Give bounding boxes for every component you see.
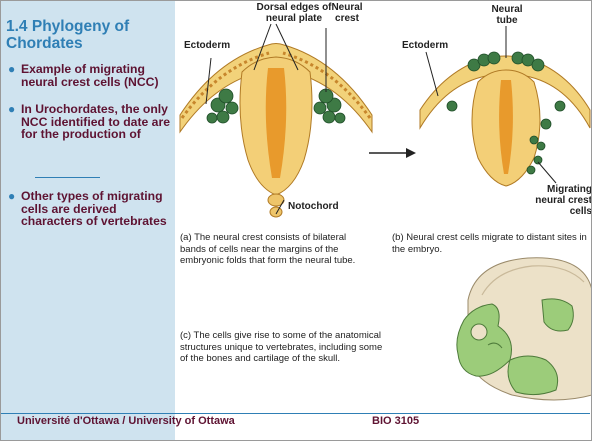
bullet-dot-icon: ● <box>8 103 15 116</box>
skull-illustration <box>457 258 592 400</box>
bullet-text: In Urochordates, the only NCC identified… <box>21 102 170 141</box>
label-neural-crest: Neural crest <box>326 2 368 24</box>
footer: Université d'Ottawa / University of Otta… <box>0 404 592 441</box>
label-notochord: Notochord <box>288 201 339 212</box>
bullet-item: ● Example of migrating neural crest cells… <box>6 63 174 88</box>
caption-b: (b) Neural crest cells migrate to distan… <box>392 232 588 255</box>
embryo-neural-tube <box>420 52 590 186</box>
footer-course: BIO 3105 <box>372 415 419 427</box>
label-migrating-cells: Migrating neural crest cells <box>520 184 592 217</box>
slide-title: 1.4 Phylogeny of Chordates <box>6 18 171 52</box>
embryo-neural-plate <box>180 44 372 218</box>
label-neural-tube: Neural tube <box>482 4 532 26</box>
label-dorsal-edges: Dorsal edges of neural plate <box>254 2 334 24</box>
bullet-item: ● Other types of migrating cells are deri… <box>6 190 174 228</box>
bullet-text: Example of migrating neural crest cells … <box>21 62 159 89</box>
bullet-item: ● In Urochordates, the only NCC identifie… <box>6 103 174 178</box>
arrow-icon <box>369 148 416 158</box>
bullet-list: ● Example of migrating neural crest cells… <box>6 63 174 228</box>
fill-in-blank-line <box>35 177 100 178</box>
footer-institution: Université d'Ottawa / University of Otta… <box>17 415 235 427</box>
neural-crest-figure: Dorsal edges of neural plate Neural cres… <box>176 0 592 405</box>
caption-a: (a) The neural crest consists of bilater… <box>180 232 370 267</box>
label-ectoderm-left: Ectoderm <box>184 40 230 51</box>
bullet-dot-icon: ● <box>8 190 15 203</box>
footer-divider <box>0 413 590 414</box>
caption-c: (c) The cells give rise to some of the a… <box>180 330 386 365</box>
bullet-text: Other types of migrating cells are deriv… <box>21 189 167 228</box>
bullet-dot-icon: ● <box>8 63 15 76</box>
label-ectoderm-right: Ectoderm <box>402 40 448 51</box>
